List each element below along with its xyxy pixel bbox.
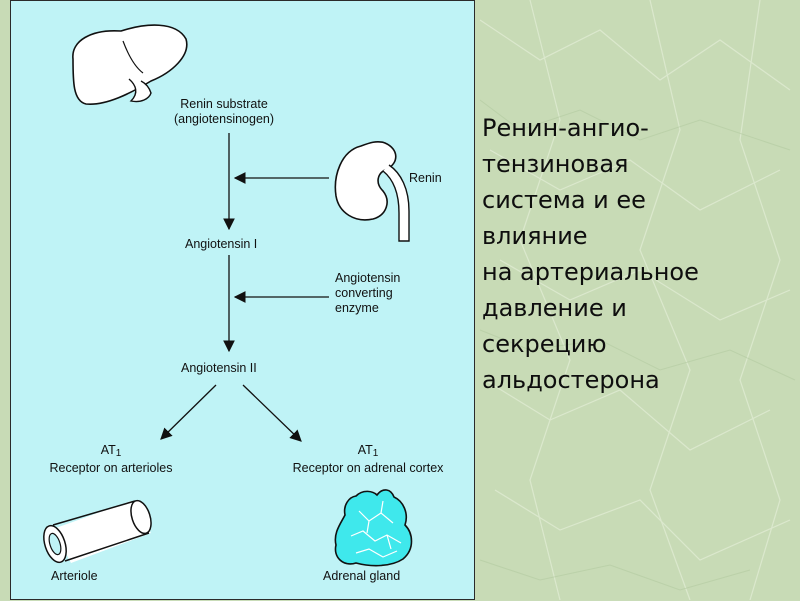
liver-icon xyxy=(72,24,188,105)
title-line: тензиновая xyxy=(482,150,629,178)
angiotensin-2-label: Angiotensin II xyxy=(181,361,257,375)
adrenal-gland-label: Adrenal gland xyxy=(323,569,401,583)
arteriole-icon xyxy=(43,499,152,564)
title-line: секрецию xyxy=(482,330,607,358)
raas-diagram xyxy=(43,24,413,567)
title-line: давление и xyxy=(482,294,627,322)
title-line: альдостерона xyxy=(482,366,660,394)
slide-title: Ренин-ангио- тензиновая система и ее вли… xyxy=(482,110,797,398)
ace-label: Angiotensin converting enzyme xyxy=(335,271,401,315)
title-line: влияние xyxy=(482,222,588,250)
renin-label: Renin xyxy=(409,171,442,185)
arrow-to-at1-adrenal xyxy=(242,384,302,442)
title-line: на артериальное xyxy=(482,258,699,286)
arrow-to-at1-arterioles xyxy=(160,384,217,440)
kidney-icon xyxy=(334,140,410,242)
at1-arterioles-label: AT1 Receptor on arterioles xyxy=(49,443,173,475)
title-line: система и ее xyxy=(482,186,646,214)
renin-substrate-label: Renin substrate (angiotensinogen) xyxy=(173,97,275,126)
arteriole-label: Arteriole xyxy=(51,569,98,583)
angiotensin-1-label: Angiotensin I xyxy=(185,237,258,251)
diagram-panel: Renin substrate (angiotensinogen) Renin … xyxy=(10,0,475,600)
at1-adrenal-label: AT1 Receptor on adrenal cortex xyxy=(292,443,444,475)
adrenal-gland-icon xyxy=(334,489,413,567)
title-line: Ренин-ангио- xyxy=(482,114,649,142)
